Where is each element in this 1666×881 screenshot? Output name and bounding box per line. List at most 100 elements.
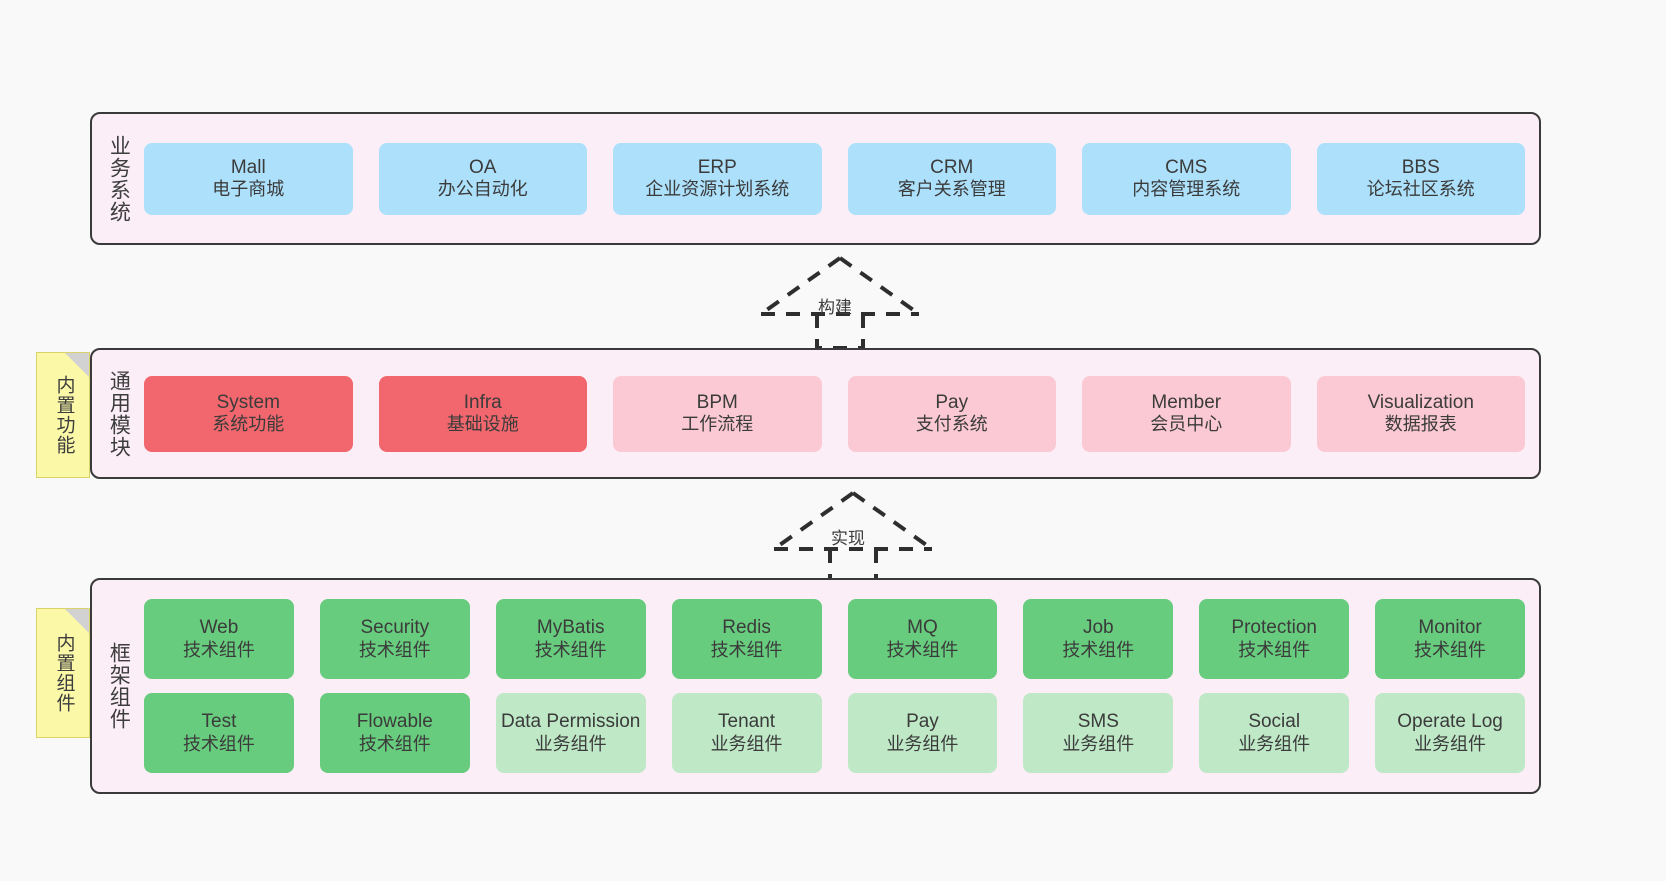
- business-system-layer: 业务系统 Mall 电子商城 OA 办公自动化 ERP 企业资源计划系统 CRM…: [90, 112, 1541, 245]
- card-title-cn: 技术组件: [1414, 639, 1487, 660]
- card-title-cn: 基础设施: [446, 414, 519, 435]
- card-title-en: Flowable: [356, 711, 433, 733]
- framework-biz-row: Test 技术组件 Flowable 技术组件 Data Permission …: [144, 693, 1525, 773]
- card-title-cn: 业务组件: [1062, 733, 1135, 754]
- business-card-row: Mall 电子商城 OA 办公自动化 ERP 企业资源计划系统 CRM 客户关系…: [144, 142, 1525, 215]
- card-title-cn: 企业资源计划系统: [645, 179, 790, 200]
- card-title-cn: 业务组件: [534, 733, 607, 754]
- component-card-operate-log[interactable]: Operate Log 业务组件: [1375, 693, 1525, 773]
- card-title-cn: 技术组件: [1062, 639, 1135, 660]
- card-title-en: Web: [199, 617, 239, 639]
- card-title-en: SMS: [1077, 711, 1119, 733]
- build-connector-label: 构建: [818, 298, 852, 317]
- module-card-system[interactable]: System 系统功能: [144, 375, 353, 452]
- card-title-en: Tenant: [718, 711, 776, 733]
- card-title-cn: 会员中心: [1150, 414, 1223, 435]
- card-title-en: Security: [360, 617, 430, 639]
- component-card-security[interactable]: Security 技术组件: [319, 599, 470, 679]
- card-title-en: Redis: [722, 617, 771, 639]
- sticky-note-label: 内置功能: [53, 375, 75, 455]
- card-title-en: Test: [201, 711, 237, 733]
- business-layer-body: Mall 电子商城 OA 办公自动化 ERP 企业资源计划系统 CRM 客户关系…: [138, 114, 1539, 243]
- card-title-en: Infra: [463, 391, 502, 413]
- implement-connector-label: 实现: [831, 529, 865, 548]
- framework-layer-body: Web 技术组件 Security 技术组件 MyBatis 技术组件 Redi…: [138, 580, 1539, 792]
- card-title-cn: 技术组件: [182, 733, 255, 754]
- card-title-cn: 业务组件: [710, 733, 783, 754]
- component-card-data-permission[interactable]: Data Permission 业务组件: [495, 693, 646, 773]
- component-card-redis[interactable]: Redis 技术组件: [671, 599, 822, 679]
- sticky-note-label: 内置组件: [53, 633, 75, 713]
- component-card-pay[interactable]: Pay 业务组件: [847, 693, 998, 773]
- card-title-en: System: [216, 391, 280, 413]
- card-title-cn: 办公自动化: [437, 179, 528, 200]
- component-card-job[interactable]: Job 技术组件: [1023, 599, 1174, 679]
- business-card-bbs[interactable]: BBS 论坛社区系统: [1316, 142, 1525, 215]
- common-card-row: System 系统功能 Infra 基础设施 BPM 工作流程 Pay 支付系统…: [144, 375, 1525, 452]
- card-title-en: Social: [1248, 711, 1301, 733]
- card-title-cn: 技术组件: [1238, 639, 1311, 660]
- card-title-cn: 业务组件: [1238, 733, 1311, 754]
- card-title-en: ERP: [697, 156, 737, 178]
- card-title-en: MyBatis: [536, 617, 605, 639]
- card-title-en: Member: [1151, 391, 1222, 413]
- card-title-en: CRM: [930, 156, 974, 178]
- component-card-web[interactable]: Web 技术组件: [144, 599, 294, 679]
- card-title-cn: 客户关系管理: [897, 179, 1006, 200]
- card-title-cn: 技术组件: [886, 639, 959, 660]
- module-card-bpm[interactable]: BPM 工作流程: [613, 375, 822, 452]
- card-title-cn: 业务组件: [1414, 733, 1487, 754]
- page-fold-icon: [65, 609, 89, 633]
- component-card-sms[interactable]: SMS 业务组件: [1023, 693, 1174, 773]
- card-title-cn: 电子商城: [212, 179, 285, 200]
- business-card-crm[interactable]: CRM 客户关系管理: [847, 142, 1056, 215]
- common-module-layer: 通用模块 System 系统功能 Infra 基础设施 BPM 工作流程 Pay…: [90, 348, 1541, 479]
- card-title-en: BBS: [1401, 156, 1440, 178]
- card-title-en: Pay: [906, 711, 939, 733]
- card-title-cn: 数据报表: [1384, 414, 1457, 435]
- card-title-en: Mall: [230, 156, 266, 178]
- framework-tech-row: Web 技术组件 Security 技术组件 MyBatis 技术组件 Redi…: [144, 599, 1525, 679]
- card-title-en: BPM: [696, 391, 738, 413]
- common-layer-body: System 系统功能 Infra 基础设施 BPM 工作流程 Pay 支付系统…: [138, 350, 1539, 477]
- business-card-erp[interactable]: ERP 企业资源计划系统: [613, 142, 822, 215]
- module-card-visualization[interactable]: Visualization 数据报表: [1316, 375, 1525, 452]
- sticky-note-builtin-component: 内置组件: [36, 608, 90, 738]
- card-title-en: MQ: [907, 617, 938, 639]
- card-title-cn: 系统功能: [212, 414, 285, 435]
- card-title-cn: 内容管理系统: [1132, 179, 1241, 200]
- component-card-flowable[interactable]: Flowable 技术组件: [319, 693, 470, 773]
- component-card-test[interactable]: Test 技术组件: [144, 693, 294, 773]
- card-title-cn: 技术组件: [710, 639, 783, 660]
- card-title-cn: 工作流程: [681, 414, 754, 435]
- business-card-mall[interactable]: Mall 电子商城: [144, 142, 353, 215]
- page-fold-icon: [65, 353, 89, 377]
- business-layer-title: 业务系统: [107, 134, 131, 223]
- card-title-cn: 技术组件: [534, 639, 607, 660]
- module-card-member[interactable]: Member 会员中心: [1082, 375, 1291, 452]
- module-card-pay[interactable]: Pay 支付系统: [847, 375, 1056, 452]
- card-title-en: OA: [469, 156, 497, 178]
- component-card-tenant[interactable]: Tenant 业务组件: [671, 693, 822, 773]
- business-card-oa[interactable]: OA 办公自动化: [378, 142, 587, 215]
- component-card-mq[interactable]: MQ 技术组件: [847, 599, 998, 679]
- component-card-social[interactable]: Social 业务组件: [1199, 693, 1350, 773]
- card-title-en: CMS: [1165, 156, 1208, 178]
- common-layer-title: 通用模块: [107, 369, 131, 458]
- card-title-cn: 技术组件: [358, 733, 431, 754]
- component-card-mybatis[interactable]: MyBatis 技术组件: [495, 599, 646, 679]
- card-title-en: Pay: [935, 391, 969, 413]
- card-title-cn: 技术组件: [358, 639, 431, 660]
- module-card-infra[interactable]: Infra 基础设施: [378, 375, 587, 452]
- card-title-en: Data Permission: [500, 711, 641, 733]
- component-card-protection[interactable]: Protection 技术组件: [1199, 599, 1350, 679]
- card-title-en: Monitor: [1418, 617, 1482, 639]
- card-title-en: Visualization: [1367, 391, 1474, 413]
- card-title-cn: 技术组件: [182, 639, 255, 660]
- card-title-en: Job: [1082, 617, 1114, 639]
- business-card-cms[interactable]: CMS 内容管理系统: [1082, 142, 1291, 215]
- card-title-cn: 支付系统: [915, 414, 988, 435]
- card-title-cn: 论坛社区系统: [1366, 179, 1475, 200]
- component-card-monitor[interactable]: Monitor 技术组件: [1375, 599, 1525, 679]
